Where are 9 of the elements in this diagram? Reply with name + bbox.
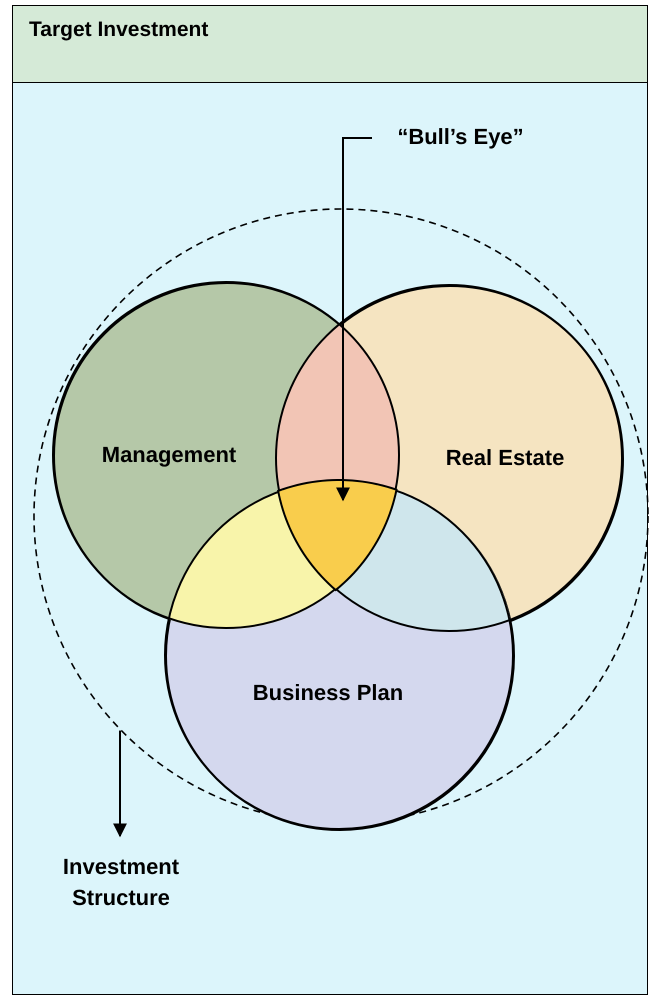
callout-text: Investment Structure [62, 853, 180, 912]
circle-label: Real Estate [444, 445, 566, 471]
arrow [113, 730, 127, 838]
panel-title: Target Investment [29, 18, 208, 42]
leader-line [336, 137, 372, 502]
callout-text: “Bull’s Eye” [396, 123, 525, 151]
circle-label: Business Plan [252, 680, 404, 706]
circle-label: Management [100, 442, 238, 468]
panel-background [12, 5, 648, 995]
